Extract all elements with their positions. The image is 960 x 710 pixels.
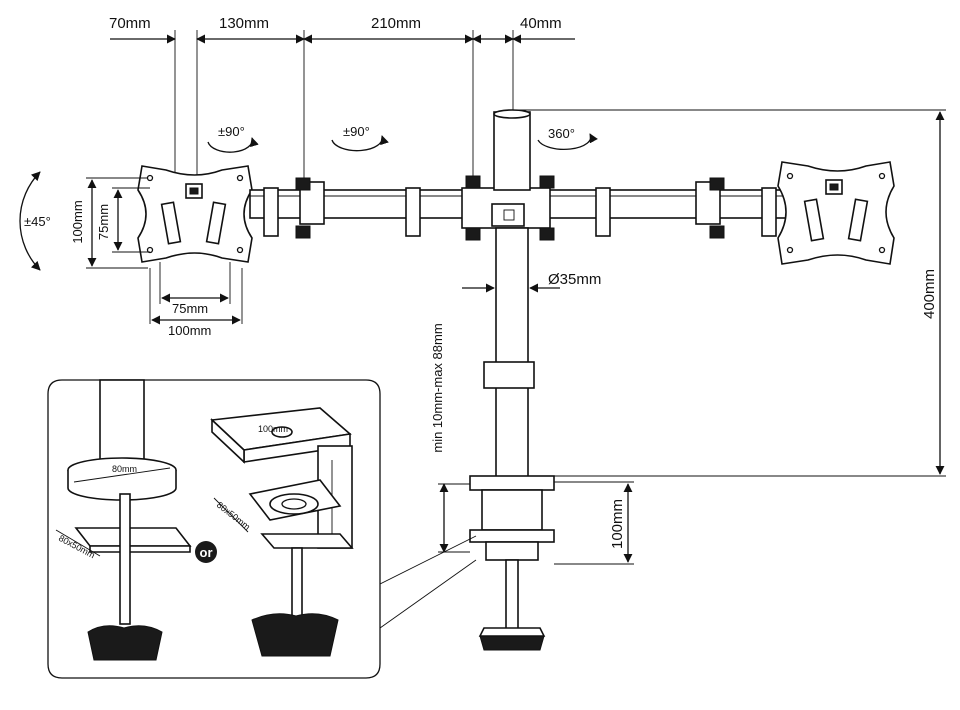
- pole-diameter-dim: Ø35mm: [462, 271, 601, 293]
- clamp-range-label: min 10mm-max 88mm: [430, 323, 445, 452]
- swivel-2-label: ±90°: [343, 124, 370, 139]
- arm-assembly: [249, 175, 791, 241]
- pole-diameter-label: Ø35mm: [548, 271, 601, 288]
- vesa-h-75-label: 75mm: [172, 301, 208, 316]
- left-vesa-plate: [137, 165, 253, 263]
- inset-panel: 80mm 80x50mm or 100mm 80x50mm: [47, 379, 477, 679]
- grommet-option: 80mm 80x50mm: [55, 379, 192, 661]
- clamp-hole-label: 100mm: [258, 424, 288, 434]
- vesa-v-100-label: 100mm: [70, 200, 85, 243]
- or-badge: or: [195, 541, 217, 563]
- vesa-v-75-label: 75mm: [96, 204, 111, 240]
- dim-130-label: 130mm: [219, 15, 269, 32]
- grommet-dia-label: 80mm: [112, 464, 137, 474]
- clamp-height-label: 100mm: [609, 499, 626, 549]
- rotation-indicators: ±90° ±90° 360° ±45°: [19, 124, 598, 271]
- clamp-option: 100mm 80x50mm: [210, 407, 354, 657]
- clamp-range-dim: min 10mm-max 88mm: [430, 323, 470, 553]
- tilt-label: ±45°: [24, 214, 51, 229]
- vesa-h-100-label: 100mm: [168, 323, 211, 338]
- top-dimensions: 70mm 130mm 210mm 40mm: [109, 15, 575, 180]
- dim-210-label: 210mm: [371, 15, 421, 32]
- height-400-label: 400mm: [921, 269, 938, 319]
- swivel-1-label: ±90°: [218, 124, 245, 139]
- vesa-dimensions: 100mm 75mm 75mm 100mm: [70, 177, 243, 338]
- dim-70-label: 70mm: [109, 15, 151, 32]
- pole-assembly: [469, 109, 555, 651]
- clamp-plate-label: 80x50mm: [215, 500, 252, 532]
- clamp-height-dim: 100mm: [554, 481, 634, 565]
- right-vesa-plate: [777, 161, 895, 265]
- rotate-360-label: 360°: [548, 126, 575, 141]
- height-dim: 400mm: [516, 109, 946, 477]
- dim-40-label: 40mm: [520, 15, 562, 32]
- or-label: or: [200, 545, 213, 560]
